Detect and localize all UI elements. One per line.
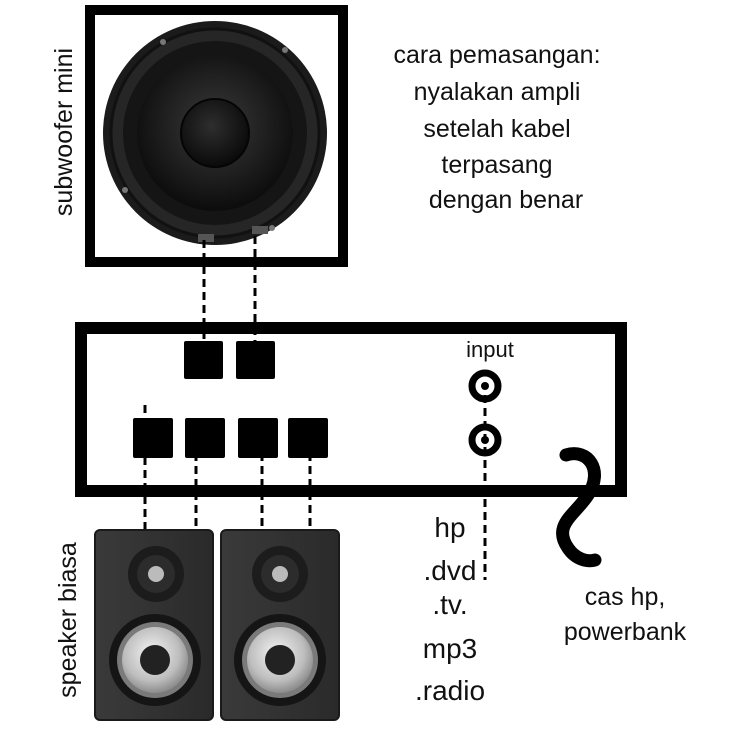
speaker-left bbox=[94, 529, 214, 721]
source-list: hp .dvd .tv. mp3 .radio bbox=[415, 512, 485, 706]
instruction-line: cara pemasangan: bbox=[393, 41, 600, 69]
power-line: cas hp, bbox=[585, 583, 666, 611]
source-item: .tv. bbox=[432, 589, 467, 620]
speaker-wires bbox=[143, 405, 312, 532]
terminal bbox=[238, 418, 278, 458]
terminal bbox=[288, 418, 328, 458]
instruction-line: setelah kabel bbox=[423, 115, 570, 143]
power-line: powerbank bbox=[564, 618, 687, 646]
terminal bbox=[236, 341, 275, 379]
subwoofer-driver-icon bbox=[103, 21, 327, 245]
source-item: .dvd bbox=[424, 555, 477, 586]
instruction-line: nyalakan ampli bbox=[414, 78, 581, 106]
speaker-right bbox=[220, 529, 340, 721]
subwoofer bbox=[85, 5, 348, 267]
amplifier-box bbox=[75, 322, 627, 497]
instruction-line: terpasang bbox=[441, 151, 552, 179]
power-label: cas hp, powerbank bbox=[564, 583, 687, 646]
speaker-label: speaker biasa bbox=[54, 542, 82, 698]
terminal bbox=[185, 418, 225, 458]
source-item: hp bbox=[434, 512, 465, 543]
input-label: input bbox=[466, 337, 514, 362]
bookshelf-speaker-icon bbox=[94, 529, 214, 721]
subwoofer-label: subwoofer mini bbox=[50, 48, 78, 216]
bookshelf-speaker-icon bbox=[220, 529, 340, 721]
terminal bbox=[184, 341, 223, 379]
source-item: .radio bbox=[415, 675, 485, 706]
instructions: cara pemasangan: nyalakan ampli setelah … bbox=[393, 41, 600, 214]
instruction-line: dengan benar bbox=[429, 186, 583, 214]
subwoofer-terminals bbox=[184, 341, 275, 379]
terminal bbox=[133, 418, 173, 458]
source-item: mp3 bbox=[423, 633, 477, 664]
subwoofer-wires bbox=[202, 236, 257, 345]
speaker-terminals bbox=[133, 418, 328, 458]
power-cable-icon bbox=[556, 447, 602, 568]
